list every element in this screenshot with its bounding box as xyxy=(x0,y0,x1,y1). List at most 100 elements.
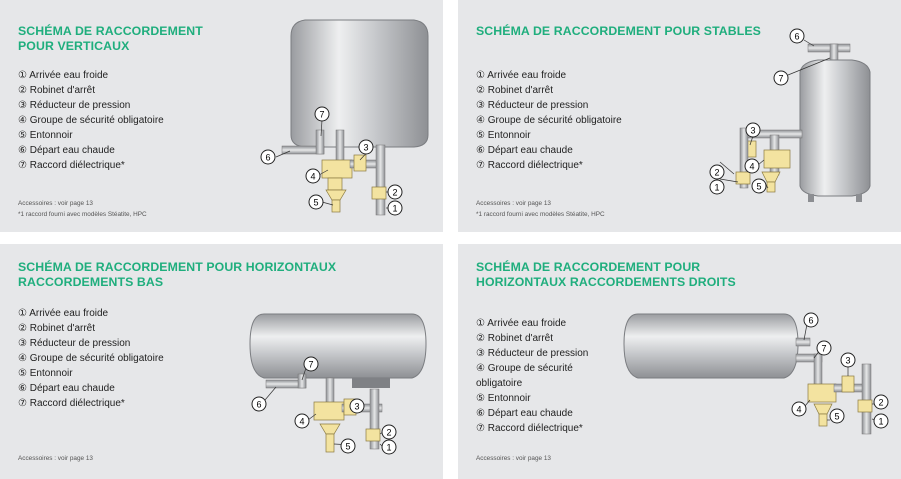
svg-text:7: 7 xyxy=(308,360,313,370)
accessories-note: Accessoires : voir page 13 xyxy=(18,200,93,207)
pressure-reducer xyxy=(841,375,855,393)
callout-6: 6 xyxy=(251,396,267,412)
callout-4: 4 xyxy=(791,401,807,417)
callouts: 6 7 3 4 5 2 1 xyxy=(709,28,805,195)
legend-item: ⑤ Entonnoir xyxy=(18,368,73,379)
callout-2: 2 xyxy=(873,394,889,410)
svg-text:7: 7 xyxy=(778,74,783,84)
svg-text:4: 4 xyxy=(749,162,754,172)
footnote: *1 raccord fourni avec modèles Stéatite,… xyxy=(18,211,147,218)
callout-7: 7 xyxy=(816,340,832,356)
svg-text:6: 6 xyxy=(265,153,270,163)
legend-item: ⑤ Entonnoir xyxy=(18,130,73,141)
svg-text:3: 3 xyxy=(750,126,755,136)
safety-group xyxy=(807,383,837,403)
svg-text:1: 1 xyxy=(392,204,397,214)
legend-item: ① Arrivée eau froide xyxy=(18,308,109,319)
funnel xyxy=(319,423,341,435)
shutoff-valve xyxy=(371,186,387,200)
legend-item: ② Robinet d'arrêt xyxy=(18,85,96,96)
safety-group xyxy=(321,159,353,179)
svg-text:3: 3 xyxy=(363,143,368,153)
svg-text:6: 6 xyxy=(808,316,813,326)
legend-item: ② Robinet d'arrêt xyxy=(476,333,554,344)
callout-2: 2 xyxy=(381,424,397,440)
accessories-note: Accessoires : voir page 13 xyxy=(476,200,551,207)
funnel xyxy=(813,403,833,415)
callout-6: 6 xyxy=(789,28,805,44)
svg-text:2: 2 xyxy=(386,428,391,438)
legend-item: ① Arrivée eau froide xyxy=(476,70,567,81)
panel-stables: SCHÉMA DE RACCORDEMENT POUR STABLES ① Ar… xyxy=(458,0,901,232)
svg-text:4: 4 xyxy=(796,405,801,415)
callout-1: 1 xyxy=(873,413,889,429)
legend-list: ① Arrivée eau froide ② Robinet d'arrêt ③… xyxy=(476,68,622,173)
footnote: *1 raccord fourni avec modèles Stéatite,… xyxy=(476,211,605,218)
legend-item: ⑤ Entonnoir xyxy=(476,393,531,404)
funnel xyxy=(761,171,781,183)
panel-title: SCHÉMA DE RACCORDEMENT POUR HORIZONTAUX … xyxy=(18,260,337,289)
svg-text:4: 4 xyxy=(299,417,304,427)
callout-1: 1 xyxy=(709,179,725,195)
panel-title: SCHÉMA DE RACCORDEMENT POUR STABLES xyxy=(476,24,761,38)
shutoff-valve xyxy=(365,428,381,442)
pressure-reducer xyxy=(353,154,367,172)
callouts: 6 7 3 4 5 2 1 xyxy=(791,312,889,429)
svg-text:6: 6 xyxy=(794,32,799,42)
legend-item: ③ Réducteur de pression xyxy=(18,338,131,349)
funnel xyxy=(325,189,347,201)
callout-1: 1 xyxy=(387,200,403,216)
svg-text:1: 1 xyxy=(878,417,883,427)
svg-text:7: 7 xyxy=(821,344,826,354)
callout-5: 5 xyxy=(340,438,356,454)
callout-1: 1 xyxy=(381,439,397,455)
callout-2: 2 xyxy=(387,184,403,200)
legend-item: ⑦ Raccord diélectrique* xyxy=(18,398,125,409)
svg-text:5: 5 xyxy=(834,412,839,422)
legend-item: ③ Réducteur de pression xyxy=(18,100,131,111)
diagram-horizontal-side-connections: 6 7 3 4 5 2 1 xyxy=(623,312,889,435)
water-heater-tank xyxy=(799,59,871,197)
water-heater-tank xyxy=(290,19,429,148)
legend-item: ⑥ Départ eau chaude xyxy=(18,145,115,156)
svg-text:2: 2 xyxy=(392,188,397,198)
legend-item: ⑥ Départ eau chaude xyxy=(476,408,573,419)
legend-item: ⑥ Départ eau chaude xyxy=(18,383,115,394)
svg-text:1: 1 xyxy=(386,443,391,453)
svg-text:3: 3 xyxy=(845,356,850,366)
legend-item: ① Arrivée eau froide xyxy=(476,318,567,329)
callout-4: 4 xyxy=(294,413,310,429)
accessories-note: Accessoires : voir page 13 xyxy=(18,455,93,462)
legend-item: ④ Groupe de sécurité obligatoire xyxy=(476,115,622,126)
svg-text:5: 5 xyxy=(345,442,350,452)
callout-7: 7 xyxy=(314,106,330,122)
callout-3: 3 xyxy=(745,122,761,138)
water-heater-tank xyxy=(623,313,799,379)
legend-item: ② Robinet d'arrêt xyxy=(476,85,554,96)
callouts: 6 7 3 4 5 2 1 xyxy=(260,106,403,216)
callouts: 6 7 3 4 5 2 1 xyxy=(251,356,397,455)
legend-item: ⑦ Raccord diélectrique* xyxy=(476,423,583,434)
callout-6: 6 xyxy=(803,312,819,328)
svg-text:6: 6 xyxy=(256,400,261,410)
svg-text:2: 2 xyxy=(878,398,883,408)
safety-group xyxy=(763,149,791,169)
callout-3: 3 xyxy=(349,398,365,414)
legend-item: ⑦ Raccord diélectrique* xyxy=(18,160,125,171)
callout-5: 5 xyxy=(829,408,845,424)
diagram-vertical-heater: 6 7 3 4 5 2 1 xyxy=(260,19,429,216)
panel-title: SCHÉMA DE RACCORDEMENT POUR VERTICAUX xyxy=(18,24,203,53)
accessories-note: Accessoires : voir page 13 xyxy=(476,455,551,462)
callout-2: 2 xyxy=(709,164,725,180)
diagram-horizontal-bottom-connections: 6 7 3 4 5 2 1 xyxy=(249,313,427,455)
svg-text:3: 3 xyxy=(354,402,359,412)
callout-7: 7 xyxy=(773,70,789,86)
legend-item: ④ Groupe de sécurité obligatoire xyxy=(476,363,573,389)
legend-item: ③ Réducteur de pression xyxy=(476,100,589,111)
legend-item: ③ Réducteur de pression xyxy=(476,348,589,359)
legend-item: ④ Groupe de sécurité obligatoire xyxy=(18,353,164,364)
legend-item: ⑥ Départ eau chaude xyxy=(476,145,573,156)
legend-item: ② Robinet d'arrêt xyxy=(18,323,96,334)
legend-item: ④ Groupe de sécurité obligatoire xyxy=(18,115,164,126)
callout-6: 6 xyxy=(260,149,276,165)
